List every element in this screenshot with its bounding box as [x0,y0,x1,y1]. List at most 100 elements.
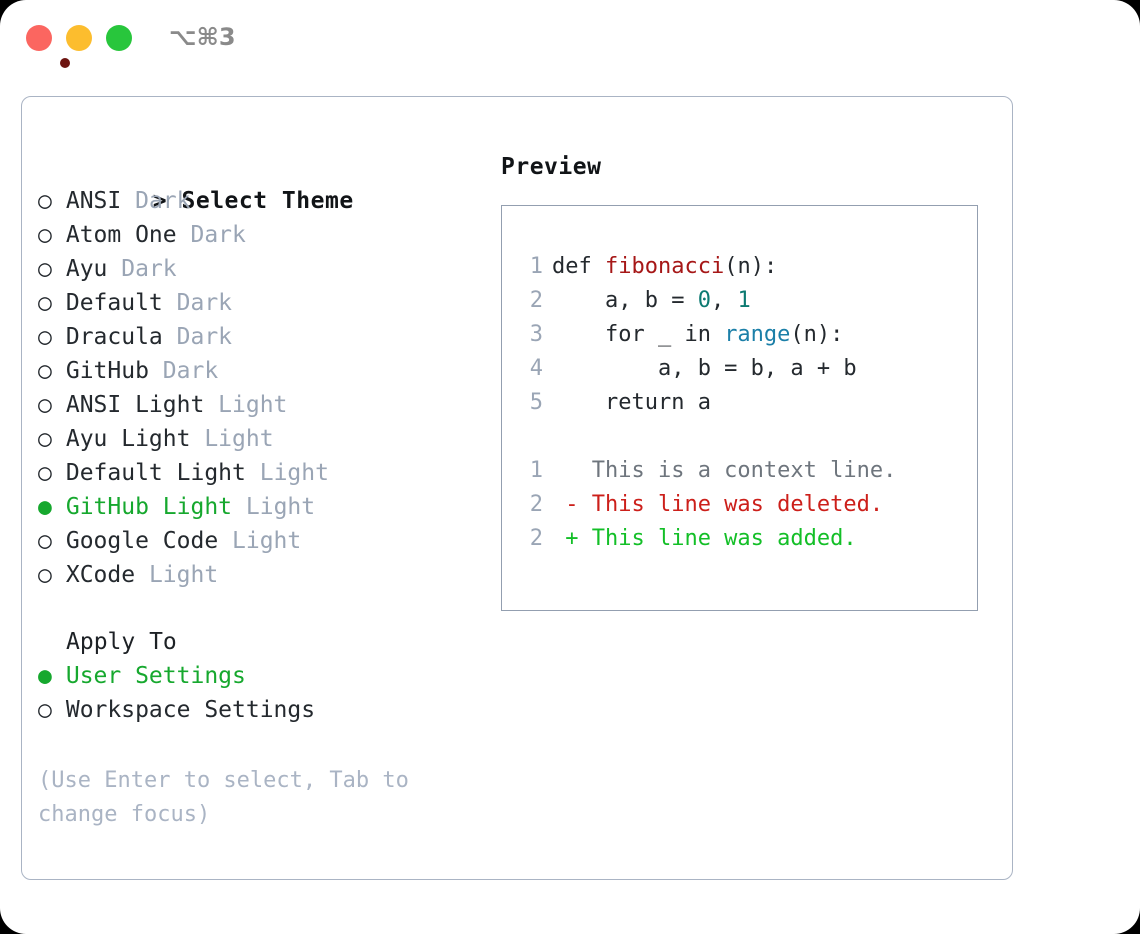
line-number: 2 [529,288,543,313]
radio-unselected-icon: ○ [38,392,52,418]
code-token: (n): [724,254,778,279]
code-token: , [710,288,738,313]
theme-name-label: Atom One [52,222,191,248]
spacer [502,420,977,454]
theme-mode-tag: Light [218,392,288,418]
select-theme-header: > Select Theme [38,150,488,214]
theme-name-label: ANSI Light [52,392,219,418]
theme-picker-column: > Select Theme ○ ANSI Dark○ Atom One Dar… [38,150,488,832]
theme-name-label: ANSI [52,188,136,214]
theme-name-label: Default [52,290,177,316]
code-token: for _ in [552,322,725,347]
code-line: 2 a, b = 0, 1 [502,284,977,318]
theme-mode-tag: Dark [190,222,246,248]
radio-unselected-icon: ○ [38,188,52,214]
maximize-button[interactable] [106,25,132,51]
theme-list-item[interactable]: ○ Ayu Light Light [38,422,488,456]
code-token: def [552,254,605,279]
code-token: 0 [697,288,711,313]
theme-list-item[interactable]: ○ Default Light Light [38,456,488,490]
diff-text: This is a context line. [552,458,897,483]
theme-list-item[interactable]: ○ ANSI Dark [38,184,488,218]
code-token: a, b = b, a + b [552,356,857,381]
theme-list-item[interactable]: ● GitHub Light Light [38,490,488,524]
radio-unselected-icon: ○ [38,697,52,723]
theme-list-item[interactable]: ○ XCode Light [38,558,488,592]
theme-list-item[interactable]: ○ Default Dark [38,286,488,320]
prompt-caret-icon: > [152,188,168,214]
select-theme-header-label: Select Theme [181,188,354,214]
diff-line: 2 - This line was deleted. [502,488,977,522]
radio-selected-icon: ● [38,663,52,689]
diff-text: - This line was deleted. [552,492,884,517]
code-line: 1 def fibonacci(n): [502,250,977,284]
theme-mode-tag: Dark [176,324,233,350]
radio-unselected-icon: ○ [38,460,52,486]
code-token: return a [552,390,711,415]
theme-list-item[interactable]: ○ ANSI Light Light [38,388,488,422]
theme-mode-tag: Light [259,460,329,486]
theme-list: ○ ANSI Dark○ Atom One Dark○ Ayu Dark○ De… [38,184,488,592]
line-number: 5 [529,390,543,415]
radio-unselected-icon: ○ [38,562,52,588]
diff-line: 2 + This line was added. [502,522,977,556]
theme-name-label: XCode [52,562,149,588]
radio-unselected-icon: ○ [38,426,52,452]
recording-indicator-icon [60,58,70,68]
radio-selected-icon: ● [38,494,52,520]
close-button[interactable] [26,25,70,68]
keyboard-hint-text: (Use Enter to select, Tab to change focu… [38,768,409,827]
preview-title: Preview [501,154,602,180]
theme-name-label: Google Code [52,528,233,554]
line-number: 1 [529,254,543,279]
diff-line: 1 This is a context line. [502,454,977,488]
theme-list-item[interactable]: ○ GitHub Dark [38,354,488,388]
line-number: 2 [529,492,543,517]
theme-name-label: Dracula [52,324,177,350]
minimize-button[interactable] [66,25,92,51]
theme-mode-tag: Dark [176,290,233,316]
theme-name-label: Ayu [52,256,122,282]
radio-unselected-icon: ○ [38,324,52,350]
code-token: a, b = [552,288,698,313]
theme-list-item[interactable]: ○ Atom One Dark [38,218,488,252]
code-line: 3 for _ in range(n): [502,318,977,352]
theme-name-label: GitHub Light [52,494,246,520]
theme-name-label: GitHub [52,358,163,384]
theme-mode-tag: Light [232,528,302,554]
theme-list-item[interactable]: ○ Ayu Dark [38,252,488,286]
apply-to-option[interactable]: ● User Settings [38,659,488,693]
apply-to-label: User Settings [52,663,246,689]
apply-to-header: Apply To [66,629,177,655]
theme-name-label: Ayu Light [52,426,205,452]
diff-sample: 1 This is a context line.2 - This line w… [502,454,977,556]
code-token: fibonacci [604,254,725,279]
code-line: 5 return a [502,386,977,420]
code-token: 1 [737,288,751,313]
theme-mode-tag: Dark [135,188,191,214]
apply-to-option[interactable]: ○ Workspace Settings [38,693,488,727]
theme-name-label: Default Light [52,460,260,486]
theme-list-item[interactable]: ○ Google Code Light [38,524,488,558]
theme-list-item[interactable]: ○ Dracula Dark [38,320,488,354]
diff-text: + This line was added. [552,526,857,551]
title-bar: ⌥⌘3 [0,0,1140,78]
radio-unselected-icon: ○ [38,290,52,316]
code-line: 4 a, b = b, a + b [502,352,977,386]
code-token: range [724,322,791,347]
theme-mode-tag: Light [204,426,274,452]
line-number: 1 [529,458,543,483]
keyboard-shortcut-label: ⌥⌘3 [169,23,236,51]
apply-to-list: ● User Settings○ Workspace Settings [38,659,488,727]
radio-unselected-icon: ○ [38,528,52,554]
line-number: 2 [529,526,543,551]
code-token: (n): [790,322,844,347]
theme-mode-tag: Light [148,562,219,588]
radio-unselected-icon: ○ [38,222,52,248]
radio-unselected-icon: ○ [38,358,52,384]
theme-mode-tag: Dark [162,358,219,384]
